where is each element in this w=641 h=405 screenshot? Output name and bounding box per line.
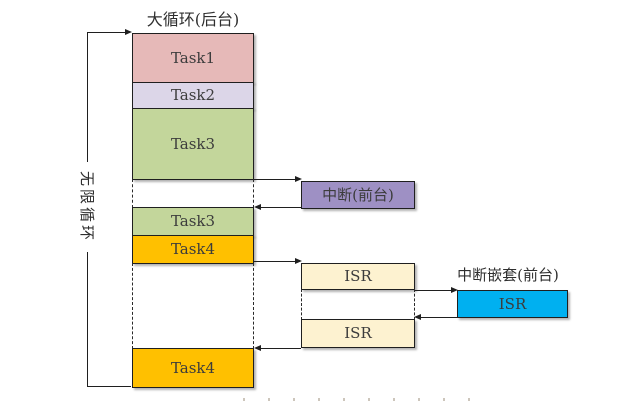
nested-isr-label: ISR bbox=[498, 294, 527, 313]
interrupt-box: 中断(前台) bbox=[301, 181, 415, 209]
arrow-nested-isr-to-isr bbox=[414, 314, 457, 320]
task3-label: Task3 bbox=[170, 134, 216, 153]
arrow-interrupt-to-task3 bbox=[254, 204, 301, 210]
loop-line-bottom bbox=[87, 386, 131, 387]
task4-resume-label: Task4 bbox=[170, 358, 216, 377]
nested-interrupt-title: 中断嵌套(前台) bbox=[457, 266, 559, 284]
nested-isr-box: ISR bbox=[457, 290, 568, 318]
loop-arrow-top bbox=[87, 29, 132, 35]
task4-box: Task4 bbox=[132, 235, 254, 264]
task3-resume-box: Task3 bbox=[132, 207, 254, 236]
task4-label: Task4 bbox=[170, 240, 216, 258]
isr-suspended-gap bbox=[301, 289, 415, 320]
isr-first-box: ISR bbox=[301, 263, 415, 290]
task3-resume-label: Task3 bbox=[170, 212, 216, 230]
arrow-isr-to-task4 bbox=[254, 345, 301, 351]
cropped-caption-remnant bbox=[243, 398, 471, 401]
task1-box: Task1 bbox=[132, 33, 254, 83]
interrupt-label: 中断(前台) bbox=[322, 185, 394, 204]
infinite-loop-label: 无限循环 bbox=[77, 162, 97, 252]
isr-first-label: ISR bbox=[344, 267, 372, 285]
arrow-task3-to-interrupt bbox=[254, 176, 302, 182]
task3-box: Task3 bbox=[132, 108, 254, 180]
background-loop-title: 大循环(后台) bbox=[146, 10, 240, 29]
task2-box: Task2 bbox=[132, 82, 254, 109]
arrow-task4-to-isr bbox=[254, 258, 302, 264]
isr-second-label: ISR bbox=[344, 324, 372, 342]
stack-suspended-gap-1 bbox=[132, 179, 254, 208]
stack-suspended-gap-2 bbox=[132, 263, 254, 349]
task4-resume-box: Task4 bbox=[132, 348, 254, 388]
arrow-isr-to-nested-isr bbox=[415, 287, 458, 293]
isr-second-box: ISR bbox=[301, 319, 415, 348]
task2-label: Task2 bbox=[170, 86, 216, 104]
task1-label: Task1 bbox=[170, 48, 216, 67]
